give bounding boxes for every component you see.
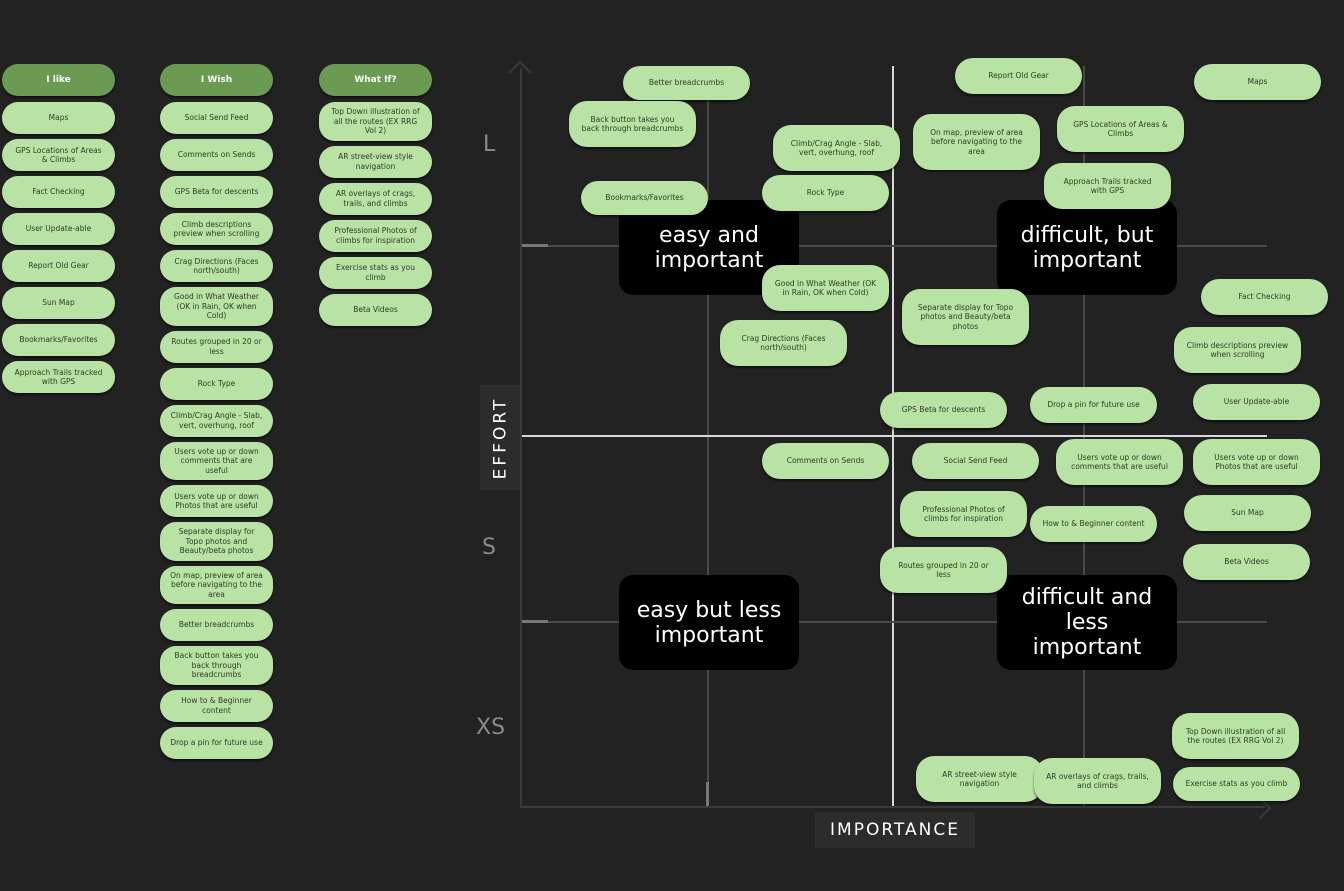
tick-accent-1 bbox=[522, 244, 548, 247]
matrix-sticky-note[interactable]: Top Down illustration of all the routes … bbox=[1172, 713, 1299, 759]
y-axis-line bbox=[520, 68, 522, 808]
sticky-note[interactable]: Crag Directions (Faces north/south) bbox=[160, 250, 273, 282]
x-axis-label: IMPORTANCE bbox=[815, 812, 975, 848]
column-header-what-if[interactable]: What If? bbox=[319, 64, 432, 96]
sticky-note[interactable]: On map, preview of area before navigatin… bbox=[160, 565, 273, 604]
gridline-horizontal-center bbox=[522, 435, 1267, 437]
sticky-note[interactable]: Fact Checking bbox=[2, 176, 115, 208]
matrix-sticky-note[interactable]: Maps bbox=[1194, 64, 1321, 100]
sticky-note[interactable]: AR street-view style navigation bbox=[319, 145, 432, 178]
column-header-i-wish[interactable]: I Wish bbox=[160, 64, 273, 96]
effort-level-xs: XS bbox=[476, 715, 506, 740]
sticky-note[interactable]: Users vote up or down Photos that are us… bbox=[160, 485, 273, 517]
matrix-sticky-note[interactable]: Professional Photos of climbs for inspir… bbox=[900, 491, 1027, 537]
effort-level-l: L bbox=[483, 132, 496, 157]
sticky-note[interactable]: AR overlays of crags, trails, and climbs bbox=[319, 182, 432, 215]
matrix-sticky-note[interactable]: Fact Checking bbox=[1201, 279, 1328, 315]
quadrant-difficult-important: difficult, but important bbox=[997, 200, 1177, 295]
matrix-sticky-note[interactable]: Drop a pin for future use bbox=[1030, 387, 1157, 423]
matrix-sticky-note[interactable]: Separate display for Topo photos and Bea… bbox=[902, 289, 1029, 345]
matrix-sticky-note[interactable]: How to & Beginner content bbox=[1030, 506, 1157, 542]
y-axis-label: EFFORT bbox=[480, 385, 520, 490]
sticky-note[interactable]: Climb/Crag Angle - Slab, vert, overhung,… bbox=[160, 404, 273, 437]
matrix-sticky-note[interactable]: Exercise stats as you climb bbox=[1173, 767, 1300, 801]
sticky-note[interactable]: Sun Map bbox=[2, 287, 115, 319]
tick-accent-3 bbox=[706, 782, 709, 806]
matrix-sticky-note[interactable]: Better breadcrumbs bbox=[623, 66, 750, 100]
matrix-sticky-note[interactable]: Climb descriptions preview when scrollin… bbox=[1174, 327, 1301, 373]
matrix-sticky-note[interactable]: AR street-view style navigation bbox=[916, 756, 1043, 802]
matrix-sticky-note[interactable]: Users vote up or down Photos that are us… bbox=[1193, 439, 1320, 485]
matrix-sticky-note[interactable]: Routes grouped in 20 or less bbox=[880, 547, 1007, 593]
matrix-sticky-note[interactable]: GPS Beta for descents bbox=[880, 392, 1007, 428]
matrix-sticky-note[interactable]: Comments on Sends bbox=[762, 443, 889, 479]
sticky-note[interactable]: Beta Videos bbox=[319, 293, 432, 326]
column-header-i-like[interactable]: I like bbox=[2, 64, 115, 96]
sticky-note[interactable]: Good in What Weather (OK in Rain, OK whe… bbox=[160, 287, 273, 326]
matrix-sticky-note[interactable]: Crag Directions (Faces north/south) bbox=[720, 320, 847, 366]
sticky-note[interactable]: Professional Photos of climbs for inspir… bbox=[319, 219, 432, 252]
gridline-horizontal-1 bbox=[522, 245, 1267, 247]
sticky-note[interactable]: Bookmarks/Favorites bbox=[2, 324, 115, 356]
sticky-note[interactable]: Top Down illustration of all the routes … bbox=[319, 102, 432, 141]
x-axis-line bbox=[520, 806, 1265, 808]
sticky-note[interactable]: User Update-able bbox=[2, 213, 115, 245]
sticky-note[interactable]: GPS Locations of Areas & Climbs bbox=[2, 139, 115, 171]
matrix-sticky-note[interactable]: Good in What Weather (OK in Rain, OK whe… bbox=[762, 265, 889, 311]
matrix-sticky-note[interactable]: Approach Trails tracked with GPS bbox=[1044, 163, 1171, 209]
matrix-sticky-note[interactable]: On map, preview of area before navigatin… bbox=[913, 114, 1040, 170]
sticky-note[interactable]: How to & Beginner content bbox=[160, 689, 273, 722]
sticky-note[interactable]: Routes grouped in 20 or less bbox=[160, 330, 273, 363]
matrix-sticky-note[interactable]: User Update-able bbox=[1193, 384, 1320, 420]
sticky-note[interactable]: Maps bbox=[2, 102, 115, 134]
sticky-note[interactable]: Exercise stats as you climb bbox=[319, 256, 432, 289]
effort-level-s: S bbox=[482, 535, 496, 560]
sticky-note[interactable]: Report Old Gear bbox=[2, 250, 115, 282]
sticky-note[interactable]: Climb descriptions preview when scrollin… bbox=[160, 213, 273, 245]
sticky-note[interactable]: Drop a pin for future use bbox=[160, 726, 273, 759]
matrix-sticky-note[interactable]: Sun Map bbox=[1184, 495, 1311, 531]
matrix-sticky-note[interactable]: Social Send Feed bbox=[912, 443, 1039, 479]
sticky-note[interactable]: GPS Beta for descents bbox=[160, 176, 273, 208]
matrix-sticky-note[interactable]: Users vote up or down comments that are … bbox=[1056, 439, 1183, 485]
matrix-sticky-note[interactable]: AR overlays of crags, trails, and climbs bbox=[1034, 758, 1161, 804]
matrix-sticky-note[interactable]: Rock Type bbox=[762, 175, 889, 211]
matrix-sticky-note[interactable]: Climb/Crag Angle - Slab, vert, overhung,… bbox=[773, 125, 900, 171]
matrix-sticky-note[interactable]: Report Old Gear bbox=[955, 58, 1082, 94]
sticky-note[interactable]: Separate display for Topo photos and Bea… bbox=[160, 522, 273, 561]
sticky-note[interactable]: Better breadcrumbs bbox=[160, 609, 273, 641]
sticky-note[interactable]: Approach Trails tracked with GPS bbox=[2, 361, 115, 393]
sticky-note[interactable]: Users vote up or down comments that are … bbox=[160, 441, 273, 480]
sticky-note[interactable]: Rock Type bbox=[160, 367, 273, 400]
matrix-sticky-note[interactable]: GPS Locations of Areas & Climbs bbox=[1057, 106, 1184, 152]
column-what-if: What If? Top Down illustration of all th… bbox=[319, 64, 432, 331]
matrix-sticky-note[interactable]: Back button takes you back through bread… bbox=[569, 101, 696, 147]
sticky-note[interactable]: Back button takes you back through bread… bbox=[160, 646, 273, 685]
matrix-sticky-note[interactable]: Beta Videos bbox=[1183, 544, 1310, 580]
quadrant-difficult-less-important: difficult and less important bbox=[997, 575, 1177, 670]
sticky-note[interactable]: Social Send Feed bbox=[160, 102, 273, 134]
quadrant-easy-less-important: easy but less important bbox=[619, 575, 799, 670]
sticky-note[interactable]: Comments on Sends bbox=[160, 139, 273, 171]
y-axis-label-text: EFFORT bbox=[490, 396, 511, 479]
y-axis-arrow bbox=[508, 60, 532, 84]
gridline-horizontal-3 bbox=[522, 621, 1267, 623]
tick-accent-2 bbox=[522, 620, 548, 623]
matrix-sticky-note[interactable]: Bookmarks/Favorites bbox=[581, 181, 708, 215]
